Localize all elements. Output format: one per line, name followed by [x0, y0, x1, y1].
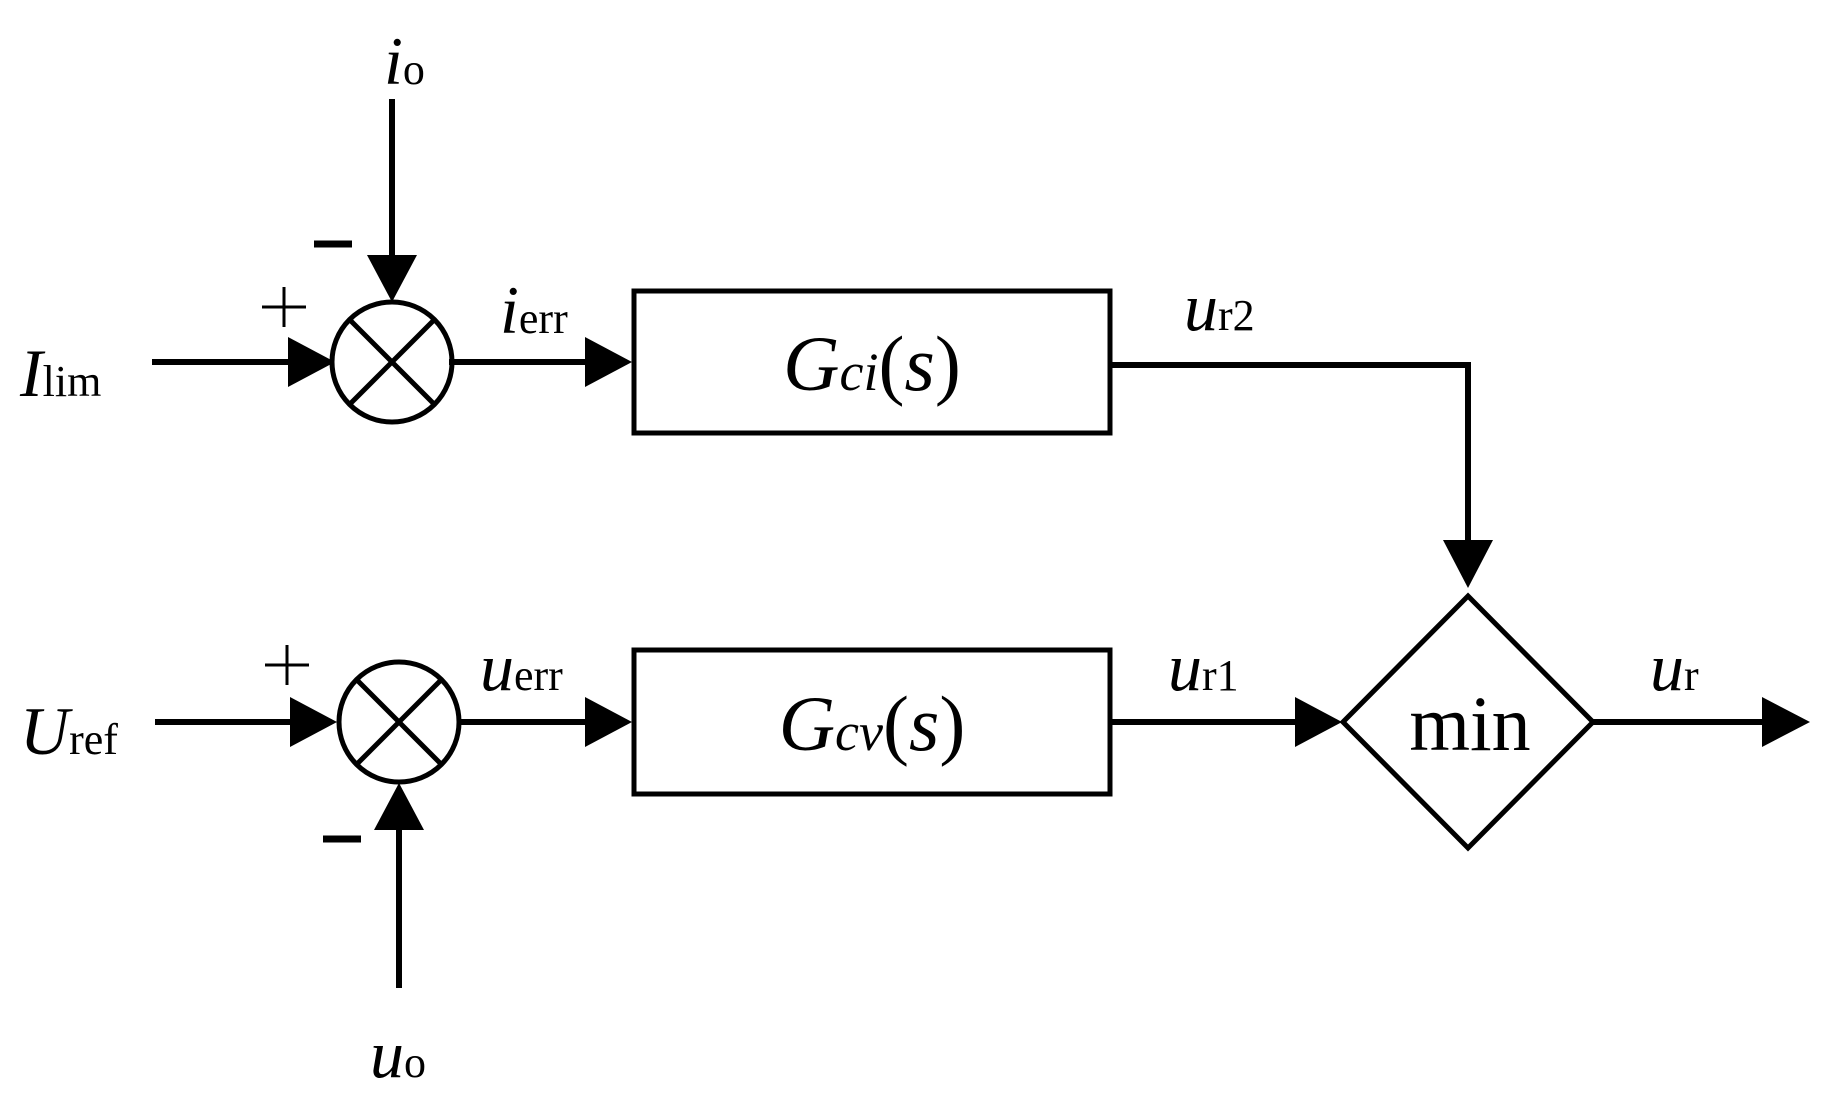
- u-o-arrow-icon: [374, 783, 424, 830]
- i-lim-label: Ilim: [19, 335, 101, 411]
- u-err-label: uerr: [480, 629, 563, 705]
- summing-junction-voltage: [336, 659, 462, 785]
- u-err-arrow-icon: [585, 697, 632, 747]
- plus-sign-current: [262, 287, 306, 327]
- u-ref-arrow-icon: [290, 697, 337, 747]
- u-r-arrow-icon: [1762, 697, 1810, 747]
- u-r2-arrow-icon: [1443, 540, 1493, 588]
- u-ref-label: Uref: [20, 693, 118, 769]
- i-o-label: io: [384, 23, 425, 99]
- i-lim-arrow-icon: [288, 337, 335, 387]
- u-r1-arrow-icon: [1295, 697, 1342, 747]
- u-r2-line: [1109, 362, 1471, 543]
- i-o-arrow-icon: [367, 255, 417, 302]
- svg-text:Gci(s): Gci(s): [783, 320, 961, 407]
- gcv-block: Gcv(s): [631, 647, 1113, 797]
- u-o-label: uo: [370, 1016, 426, 1092]
- plus-sign-voltage: [265, 645, 309, 685]
- min-block: min: [1339, 592, 1597, 852]
- u-r1-label: ur1: [1168, 629, 1239, 705]
- gci-block: Gci(s): [631, 288, 1113, 436]
- u-r2-label: ur2: [1184, 269, 1255, 345]
- svg-text:Gcv(s): Gcv(s): [779, 680, 966, 767]
- i-err-arrow-icon: [585, 337, 632, 387]
- summing-junction-current: [329, 299, 455, 425]
- u-r-label: ur: [1650, 629, 1699, 705]
- i-err-label: ierr: [500, 272, 568, 348]
- svg-text:min: min: [1409, 680, 1530, 767]
